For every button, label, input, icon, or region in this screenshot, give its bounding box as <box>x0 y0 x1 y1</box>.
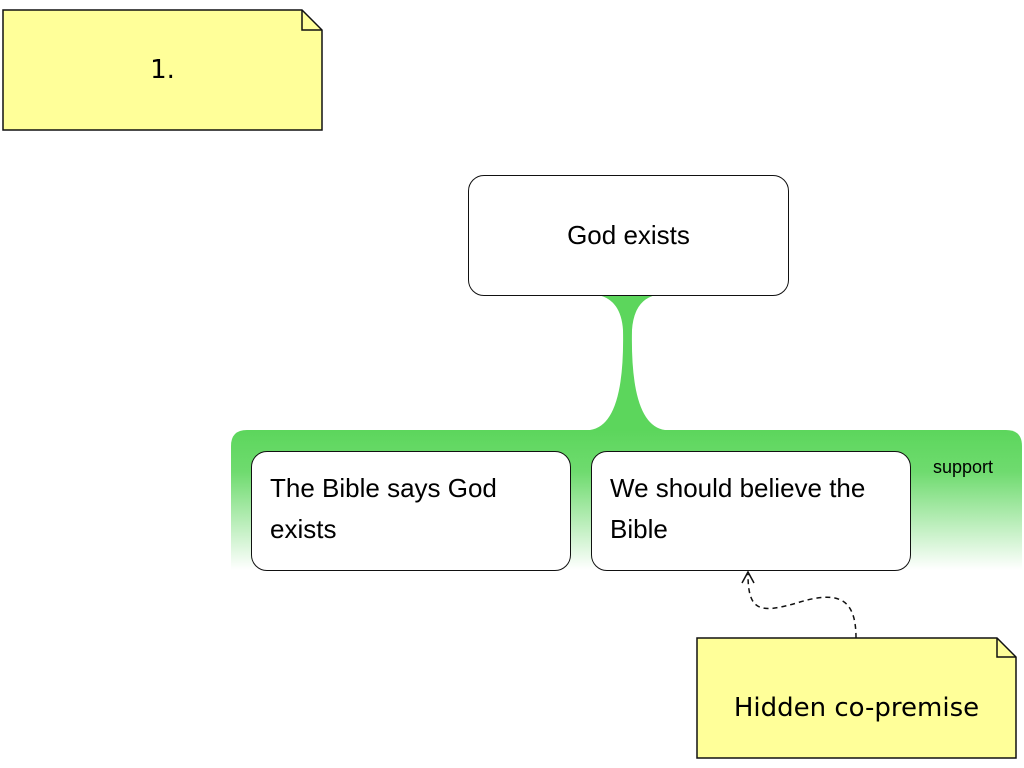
note-hidden-co-premise[interactable] <box>696 637 1017 759</box>
co-premise-link[interactable] <box>741 570 857 639</box>
support-connector <box>590 295 665 430</box>
note-2-text: Hidden co-premise <box>733 693 980 723</box>
claim-box[interactable]: God exists <box>468 175 789 296</box>
premise-box-1[interactable]: The Bible says God exists <box>251 451 571 571</box>
note-1[interactable] <box>2 9 323 131</box>
premise-box-2[interactable]: We should believe the Bible <box>591 451 911 571</box>
support-label: support <box>933 457 994 477</box>
note-1-text: 1. <box>150 55 175 85</box>
